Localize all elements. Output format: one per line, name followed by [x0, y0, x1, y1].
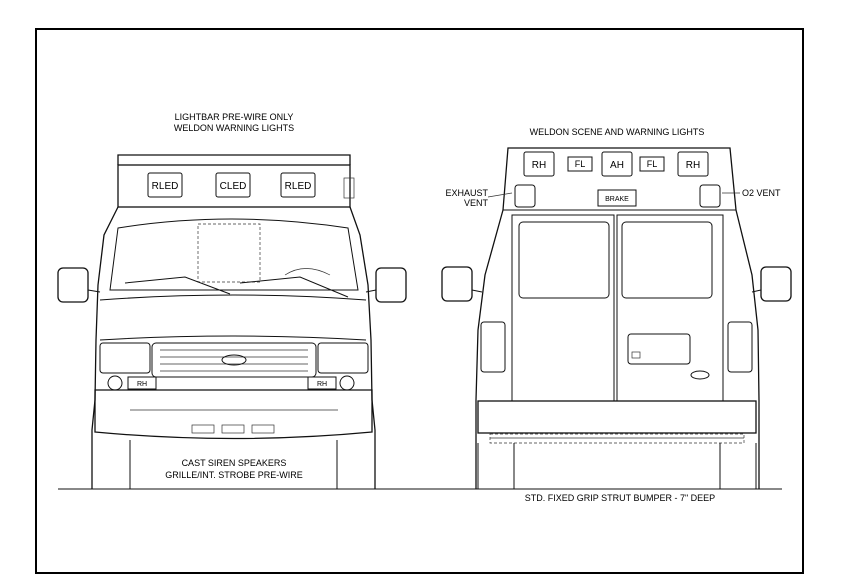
- front-wheel-left: [91, 440, 131, 490]
- rear-wheel-right: [719, 443, 757, 490]
- rear-title: WELDON SCENE AND WARNING LIGHTS: [530, 127, 705, 137]
- front-side-marker: [343, 177, 355, 199]
- front-fog-light-left: [107, 375, 123, 391]
- rear-exhaust-vent: [514, 184, 536, 208]
- rear-bumper-note: STD. FIXED GRIP STRUT BUMPER - 7" DEEP: [525, 493, 715, 503]
- rear-tail-light-right: [727, 321, 753, 373]
- exhaust-leader-line: [487, 192, 513, 198]
- front-lightbar-panel: [117, 164, 351, 208]
- front-hood-line: [99, 294, 367, 301]
- front-view: [57, 154, 407, 490]
- front-light-rled-left: [147, 172, 183, 198]
- front-marker-rh-left: [127, 376, 157, 390]
- front-title-line1: LIGHTBAR PRE-WIRE ONLY: [175, 112, 294, 122]
- front-light-rled-left-label: RLED: [152, 181, 179, 192]
- rear-light-fl-left-label: FL: [575, 159, 586, 169]
- front-title-line2: WELDON WARNING LIGHTS: [174, 123, 294, 133]
- rear-window-right: [621, 221, 713, 299]
- front-bumper-slot: [191, 424, 215, 434]
- front-mirror-arm-left: [87, 289, 101, 293]
- rear-body-left: [475, 209, 504, 489]
- front-marker-rh-left-label: RH: [137, 381, 147, 388]
- rear-light-fl-left: [567, 156, 593, 172]
- rear-module-top: [502, 147, 737, 211]
- exhaust-label-line1: EXHAUST: [445, 188, 488, 198]
- rear-wheel-left: [477, 443, 515, 490]
- front-bumper: [94, 389, 373, 440]
- drawing-frame: [35, 28, 804, 574]
- front-headlight-left: [99, 342, 151, 374]
- front-fog-light-right: [339, 375, 355, 391]
- rear-door-left: [511, 214, 615, 402]
- rear-bumper: [477, 400, 757, 434]
- front-steering-wheel: [284, 268, 331, 276]
- front-body-left: [91, 206, 119, 489]
- rear-light-rh-left: [523, 151, 555, 177]
- exhaust-label-line2: VENT: [464, 198, 489, 208]
- front-wiper-right: [239, 276, 349, 298]
- rear-brake-label: BRAKE: [605, 196, 629, 203]
- front-mirror-right: [375, 267, 407, 303]
- front-marker-rh-right: [307, 376, 337, 390]
- front-wheel-right: [336, 440, 376, 490]
- rear-mirror-left: [441, 266, 473, 302]
- front-wiper-left: [124, 276, 231, 295]
- front-dashed-area: [197, 223, 261, 283]
- rear-brake-light: [597, 189, 637, 207]
- rear-light-rh-right-label: RH: [686, 160, 700, 171]
- front-hood-edge: [99, 335, 367, 341]
- rear-light-fl-right: [639, 156, 665, 172]
- ford-logo-rear-icon: [690, 370, 710, 380]
- rear-light-ah-label: AH: [610, 160, 624, 171]
- front-headlight-right: [317, 342, 369, 374]
- rear-light-rh-left-label: RH: [532, 160, 546, 171]
- rear-window-left: [518, 221, 610, 299]
- front-bottom-line1: CAST SIREN SPEAKERS: [182, 458, 287, 468]
- front-windshield: [109, 218, 359, 291]
- rear-light-fl-right-label: FL: [647, 159, 658, 169]
- rear-view: [441, 147, 792, 490]
- front-light-rled-right: [280, 172, 316, 198]
- rear-door-handle: [627, 333, 691, 365]
- rear-body-right: [735, 209, 760, 489]
- ford-logo-front-icon: [221, 354, 247, 366]
- rear-step-grip-strut: [489, 433, 745, 444]
- front-light-cled: [215, 172, 251, 198]
- rear-o2-vent: [699, 184, 721, 208]
- rear-light-rh-right: [677, 151, 709, 177]
- front-light-cled-label: CLED: [220, 181, 247, 192]
- front-body-right: [349, 206, 376, 489]
- front-mirror-left: [57, 267, 89, 303]
- rear-light-ah: [601, 151, 633, 177]
- rear-tail-light-left: [480, 321, 506, 373]
- front-module-roof: [117, 154, 351, 165]
- front-mirror-arm-right: [365, 289, 377, 293]
- front-grille: [151, 342, 317, 378]
- rear-mirror-right: [760, 266, 792, 302]
- o2-vent-label: O2 VENT: [742, 188, 781, 198]
- front-light-rled-right-label: RLED: [285, 181, 312, 192]
- front-bottom-line2: GRILLE/INT. STROBE PRE-WIRE: [165, 470, 303, 480]
- front-marker-rh-right-label: RH: [317, 381, 327, 388]
